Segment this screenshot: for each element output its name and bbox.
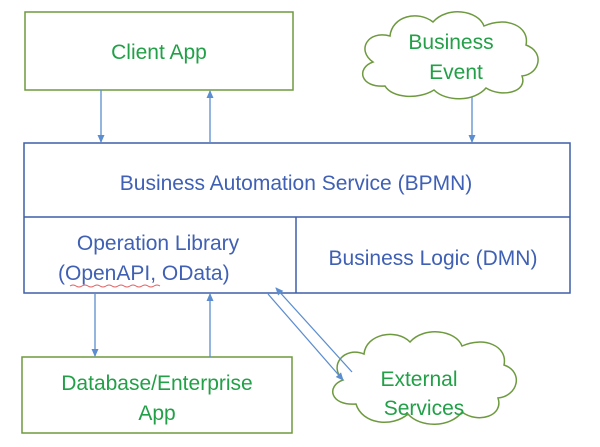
client-app-box: Client App <box>24 11 294 91</box>
database-app-label-line2: App <box>138 402 175 425</box>
arrow-library-to-external <box>267 293 344 381</box>
operation-library-label-line1: Operation Library <box>77 232 240 255</box>
openapi-text: (OpenAPI <box>58 262 150 285</box>
business-automation-service-box: Business Automation Service (BPMN) <box>23 142 571 294</box>
database-enterprise-app-box: Database/Enterprise App <box>21 356 293 434</box>
client-app-label: Client App <box>111 41 207 64</box>
business-automation-service-label: Business Automation Service (BPMN) <box>120 172 472 195</box>
external-services-label-line1: External <box>380 368 457 391</box>
arrow-external-to-library <box>275 287 353 373</box>
operation-library-label-line2: (OpenAPI, OData) <box>58 262 230 285</box>
external-services-cloud: External Services <box>332 331 518 425</box>
external-services-label-line2: Services <box>384 397 465 420</box>
business-event-label-line2: Event <box>429 61 483 84</box>
database-app-label-line1: Database/Enterprise <box>61 372 252 395</box>
business-event-label-line1: Business <box>408 31 493 54</box>
connectors <box>91 90 476 381</box>
business-logic-label: Business Logic (DMN) <box>329 247 538 270</box>
business-logic-cell: Business Logic (DMN) <box>329 247 538 270</box>
odata-text: , OData) <box>150 262 229 285</box>
spellcheck-underline <box>69 284 161 288</box>
business-event-cloud: Business Event <box>361 11 539 100</box>
operation-library-cell: Operation Library (OpenAPI, OData) <box>58 232 240 288</box>
